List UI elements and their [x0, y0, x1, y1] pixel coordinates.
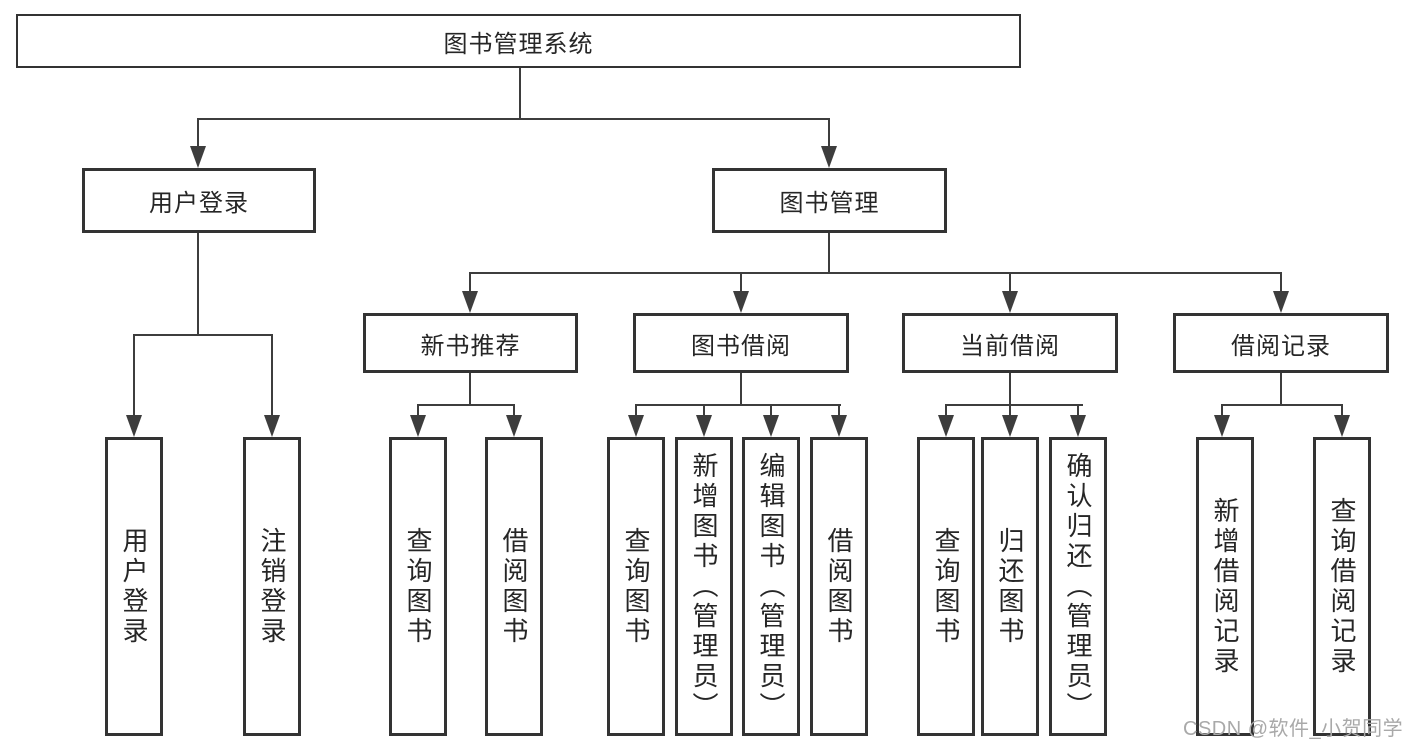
- node-current-borrowing: 当前借阅: [902, 313, 1118, 373]
- leaf-edit-book-admin: 编辑图书（管理员）: [742, 437, 800, 736]
- connector-line: [770, 404, 772, 417]
- arrow-down-icon: [696, 415, 712, 437]
- arrow-down-icon: [763, 415, 779, 437]
- node-book-borrowing: 图书借阅: [633, 313, 849, 373]
- leaf-label: 借阅图书: [499, 526, 529, 647]
- arrow-down-icon: [628, 415, 644, 437]
- arrow-down-icon: [1273, 291, 1289, 313]
- leaf-label: 查询图书: [621, 526, 651, 647]
- arrow-down-icon: [938, 415, 954, 437]
- connector-line: [197, 118, 199, 150]
- connector-line: [1221, 404, 1223, 417]
- connector-line: [513, 404, 515, 417]
- connector-line: [271, 334, 273, 417]
- leaf-label: 借阅图书: [824, 526, 854, 647]
- connector-line: [945, 404, 1083, 406]
- arrow-down-icon: [733, 291, 749, 313]
- connector-line: [417, 404, 419, 417]
- leaf-label: 新增图书（管理员）: [689, 451, 719, 722]
- node-label: 图书管理: [779, 190, 880, 217]
- connector-line: [945, 404, 947, 417]
- connector-line: [635, 404, 841, 406]
- connector-line: [417, 404, 515, 406]
- arrow-down-icon: [1002, 291, 1018, 313]
- leaf-add-borrow-record: 新增借阅记录: [1196, 437, 1254, 736]
- node-label: 图书管理系统: [443, 30, 594, 58]
- connector-line: [1280, 272, 1282, 293]
- node-label: 图书借阅: [691, 332, 791, 360]
- connector-line: [1009, 373, 1011, 406]
- connector-line: [469, 272, 1282, 274]
- leaf-add-book-admin: 新增图书（管理员）: [675, 437, 733, 736]
- arrow-down-icon: [410, 415, 426, 437]
- connector-line: [1280, 373, 1282, 406]
- connector-line: [1009, 404, 1011, 417]
- leaf-return-books: 归还图书: [981, 437, 1039, 736]
- leaf-label: 新增借阅记录: [1210, 496, 1240, 677]
- connector-line: [838, 404, 840, 417]
- leaf-confirm-return-admin: 确认归还（管理员）: [1049, 437, 1107, 736]
- node-borrowing-records: 借阅记录: [1173, 313, 1389, 373]
- connector-line: [828, 233, 830, 274]
- leaf-borrow-books-borrowing: 借阅图书: [810, 437, 868, 736]
- arrow-down-icon: [1214, 415, 1230, 437]
- connector-line: [519, 68, 521, 118]
- node-book-management: 图书管理: [712, 168, 947, 233]
- leaf-query-books-borrowing: 查询图书: [607, 437, 665, 736]
- leaf-label: 查询图书: [931, 526, 961, 647]
- connector-line: [740, 272, 742, 293]
- node-new-book-recommendation: 新书推荐: [363, 313, 578, 373]
- connector-line: [197, 233, 199, 336]
- leaf-logout: 注销登录: [243, 437, 301, 736]
- arrow-down-icon: [821, 146, 837, 168]
- arrow-down-icon: [831, 415, 847, 437]
- leaf-label: 注销登录: [257, 526, 287, 647]
- connector-line: [469, 373, 471, 406]
- arrow-down-icon: [506, 415, 522, 437]
- connector-line: [1009, 272, 1011, 293]
- leaf-label: 用户登录: [119, 526, 149, 647]
- connector-line: [133, 334, 135, 417]
- leaf-label: 编辑图书（管理员）: [756, 451, 786, 722]
- arrow-down-icon: [1334, 415, 1350, 437]
- node-label: 新书推荐: [420, 332, 521, 360]
- connector-line: [1341, 404, 1343, 417]
- leaf-query-books-recommend: 查询图书: [389, 437, 447, 736]
- connector-line: [1077, 404, 1079, 417]
- leaf-query-books-current: 查询图书: [917, 437, 975, 736]
- node-label: 用户登录: [149, 190, 249, 217]
- connector-line: [703, 404, 705, 417]
- node-label: 借阅记录: [1231, 332, 1331, 360]
- arrow-down-icon: [1070, 415, 1086, 437]
- node-user-login: 用户登录: [82, 168, 316, 233]
- connector-line: [469, 272, 471, 293]
- connector-line: [197, 118, 830, 120]
- connector-line: [828, 118, 830, 150]
- connector-line: [1221, 404, 1343, 406]
- watermark-text: CSDN @软件_小贺同学: [1183, 718, 1404, 740]
- arrow-down-icon: [264, 415, 280, 437]
- connector-line: [133, 334, 273, 336]
- node-library-management-system: 图书管理系统: [16, 14, 1021, 68]
- connector-line: [740, 373, 742, 406]
- leaf-label: 查询借阅记录: [1327, 496, 1357, 677]
- arrow-down-icon: [126, 415, 142, 437]
- arrow-down-icon: [190, 146, 206, 168]
- node-label: 当前借阅: [960, 332, 1060, 360]
- leaf-label: 查询图书: [403, 526, 433, 647]
- arrow-down-icon: [462, 291, 478, 313]
- leaf-user-login: 用户登录: [105, 437, 163, 736]
- leaf-query-borrow-record: 查询借阅记录: [1313, 437, 1371, 736]
- leaf-borrow-books-recommend: 借阅图书: [485, 437, 543, 736]
- connector-line: [635, 404, 637, 417]
- leaf-label: 确认归还（管理员）: [1063, 451, 1093, 722]
- leaf-label: 归还图书: [995, 526, 1025, 647]
- arrow-down-icon: [1002, 415, 1018, 437]
